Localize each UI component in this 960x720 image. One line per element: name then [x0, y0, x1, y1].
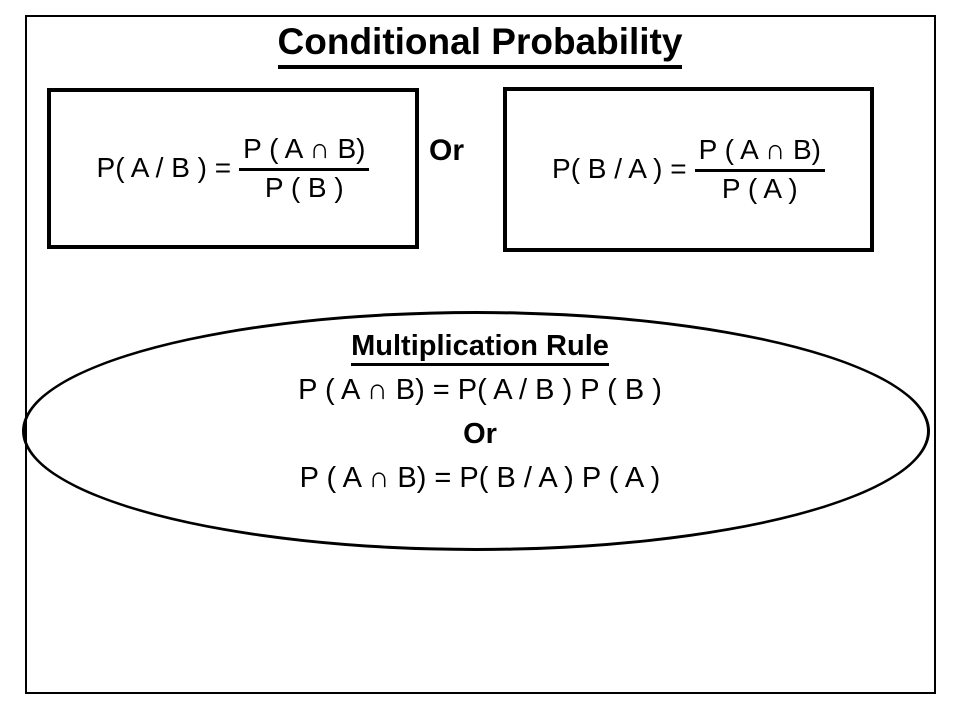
multiplication-rule-heading-line: Multiplication Rule: [0, 324, 960, 368]
formula-right-denominator: P ( A ): [721, 172, 798, 204]
formula-left-lhs: P( A / B ) =: [96, 152, 232, 184]
multiplication-rule-line2: P ( A ∩ B) = P( B / A ) P ( A ): [299, 462, 661, 494]
formula-right-lhs: P( B / A ) =: [552, 153, 687, 185]
formula-box-left: P( A / B ) = P ( A ∩ B) P ( B ): [47, 88, 419, 249]
page-title: Conditional Probability: [277, 21, 683, 69]
formula-left-fraction: P ( A ∩ B) P ( B ): [239, 133, 370, 204]
formula-right-fraction: P ( A ∩ B) P ( A ): [694, 134, 825, 205]
formula-box-right: P( B / A ) = P ( A ∩ B) P ( A ): [503, 87, 874, 252]
or-label-between-boxes: Or: [429, 134, 465, 167]
formula-left-denominator: P ( B ): [264, 171, 344, 203]
formula-right: P( B / A ) = P ( A ∩ B) P ( A ): [552, 134, 825, 205]
multiplication-rule-content: Multiplication Rule P ( A ∩ B) = P( A / …: [0, 324, 960, 500]
formula-right-numerator: P ( A ∩ B): [694, 134, 825, 172]
multiplication-rule-or: Or: [463, 418, 497, 450]
multiplication-rule-line1: P ( A ∩ B) = P( A / B ) P ( B ): [298, 374, 662, 406]
formula-left: P( A / B ) = P ( A ∩ B) P ( B ): [96, 133, 370, 204]
multiplication-rule-ellipse: [22, 311, 930, 551]
outer-border: [25, 15, 936, 694]
title-container: Conditional Probability: [0, 21, 960, 69]
formula-left-numerator: P ( A ∩ B): [239, 133, 370, 171]
multiplication-rule-heading: Multiplication Rule: [351, 330, 609, 367]
